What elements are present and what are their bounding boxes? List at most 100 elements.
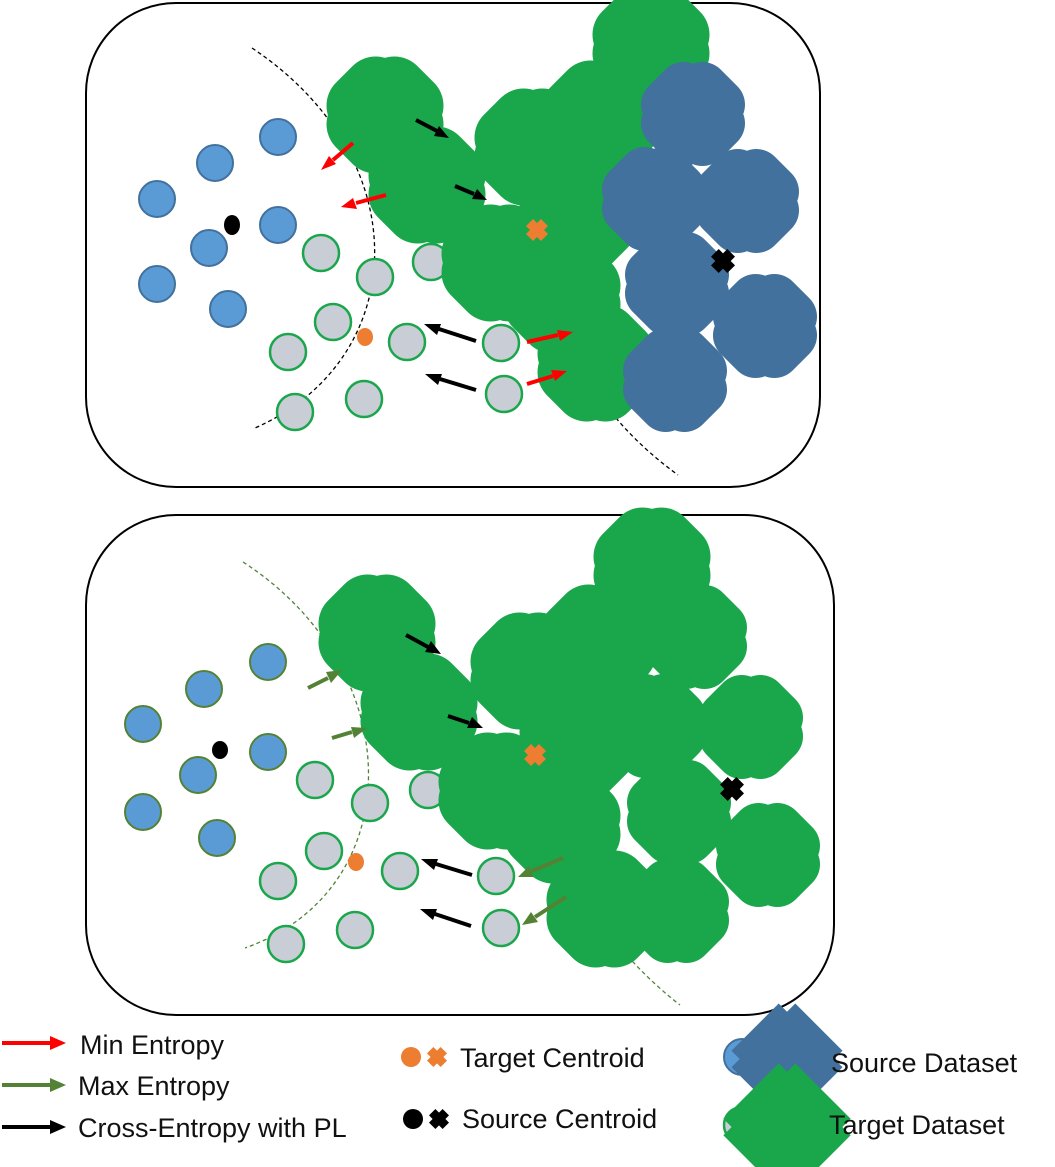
target-sample-cross: [393, 686, 445, 738]
source-sample-circle: [138, 265, 176, 303]
source-centroid-legend-cross: [429, 1109, 449, 1129]
target-sample-cross: [574, 93, 626, 145]
target-sample-cross: [625, 18, 677, 70]
legend-target-centroid: Target Centroid: [401, 1043, 645, 1073]
source-sample-circle: [185, 670, 223, 708]
legend-max-entropy: Max Entropy: [2, 1071, 230, 1101]
source-centroid-dot: [212, 741, 228, 759]
source-centroid-legend-dot: [403, 1109, 423, 1129]
min-entropy-arrow: [321, 141, 355, 170]
target-centroid-dot: [348, 853, 364, 871]
target-sample-circle: [266, 924, 306, 964]
target-sample-circle: [484, 374, 524, 414]
target-sample-circle: [295, 760, 335, 800]
cross-entropy-arrow: [424, 324, 477, 343]
target-sample-circle: [313, 302, 353, 342]
bottom-source-circles: [124, 643, 287, 857]
target-sample-cross: [626, 540, 678, 592]
source-sample-circle: [259, 206, 297, 244]
target-centroid-dot: [357, 328, 373, 346]
legend-min-entropy-label: Min Entropy: [80, 1030, 225, 1060]
bottom-panel: [85, 515, 835, 1016]
target-dataset-legend-cross: [764, 1104, 810, 1150]
cross-entropy-arrow: [447, 714, 483, 728]
legend-source-dataset: Source Dataset: [723, 1036, 1018, 1082]
target-sample-circle: [350, 783, 390, 823]
legend-target-centroid-label: Target Centroid: [460, 1043, 645, 1073]
source-sample-cross: [628, 700, 680, 752]
legend-source-dataset-label: Source Dataset: [831, 1048, 1018, 1078]
target-sample-cross: [536, 799, 588, 851]
max-entropy-arrow: [518, 856, 564, 877]
source-sample-cross: [651, 258, 703, 310]
bottom-arrows: [307, 633, 568, 928]
source-sample-cross: [725, 701, 777, 753]
target-sample-circle: [481, 908, 521, 948]
source-sample-circle: [196, 144, 234, 182]
source-sample-circle: [124, 705, 162, 743]
source-sample-circle: [124, 793, 162, 831]
min-entropy-arrow: [341, 193, 387, 209]
bottom-target-circles: [258, 760, 521, 964]
legend: Min Entropy Max Entropy Cross-Entropy wi…: [2, 1030, 1018, 1150]
target-sample-circle: [335, 910, 375, 950]
cross-entropy-arrow: [420, 909, 472, 928]
source-sample-circle: [138, 180, 176, 218]
target-sample-circle: [344, 379, 384, 419]
source-sample-circle: [209, 290, 247, 328]
target-sample-circle: [258, 861, 298, 901]
top-target-circles: [268, 233, 524, 432]
source-sample-circle: [190, 229, 228, 267]
cross-entropy-arrow: [425, 374, 477, 392]
target-sample-circle: [304, 831, 344, 871]
max-entropy-arrow: [522, 895, 568, 925]
target-sample-cross: [579, 883, 631, 935]
min-entropy-legend-arrow: [2, 1036, 66, 1050]
target-sample-circle: [387, 322, 427, 362]
target-sample-circle: [476, 856, 516, 896]
source-sample-cross: [667, 88, 719, 140]
target-sample-cross: [401, 159, 453, 211]
legend-target-dataset: Target Dataset: [722, 1104, 1005, 1150]
legend-max-entropy-label: Max Entropy: [78, 1071, 230, 1101]
target-sample-circle: [275, 392, 315, 432]
source-sample-cross: [742, 829, 794, 881]
target-sample-cross: [552, 190, 604, 242]
top-arrows: [321, 118, 573, 392]
legend-source-centroid: Source Centroid: [403, 1104, 657, 1134]
target-sample-cross: [552, 715, 604, 767]
source-sample-circle: [179, 756, 217, 794]
source-sample-circle: [249, 733, 287, 771]
target-sample-cross: [572, 617, 624, 669]
bottom-left-boundary: [242, 561, 369, 949]
source-sample-cross: [651, 885, 703, 937]
source-sample-cross: [739, 300, 791, 352]
min-entropy-arrow: [526, 330, 573, 344]
source-sample-cross: [653, 786, 705, 838]
cross-entropy-legend-arrow: [2, 1120, 66, 1134]
legend-cross-entropy-label: Cross-Entropy with PL: [78, 1113, 347, 1143]
target-sample-circle: [268, 332, 308, 372]
target-sample-circle: [355, 257, 395, 297]
cross-entropy-arrow: [405, 633, 441, 654]
cross-entropy-arrow: [421, 859, 473, 877]
target-sample-circle: [301, 233, 341, 273]
source-sample-cross: [721, 175, 773, 227]
top-panel: [85, 3, 821, 488]
source-sample-cross: [669, 611, 721, 663]
target-centroid-legend-dot: [401, 1047, 421, 1067]
legend-target-dataset-label: Target Dataset: [829, 1110, 1005, 1140]
source-sample-circle: [259, 118, 297, 156]
target-sample-cross: [351, 607, 403, 659]
max-entropy-arrow: [331, 727, 367, 740]
source-sample-circle: [198, 819, 236, 857]
target-centroid-legend-cross: [427, 1047, 447, 1067]
max-entropy-legend-arrow: [2, 1078, 66, 1092]
target-sample-circle: [380, 851, 420, 891]
cross-entropy-arrow: [415, 118, 449, 138]
top-left-boundary: [251, 47, 376, 429]
legend-min-entropy: Min Entropy: [2, 1030, 225, 1060]
source-sample-cross: [649, 354, 701, 406]
target-sample-circle: [481, 323, 521, 363]
